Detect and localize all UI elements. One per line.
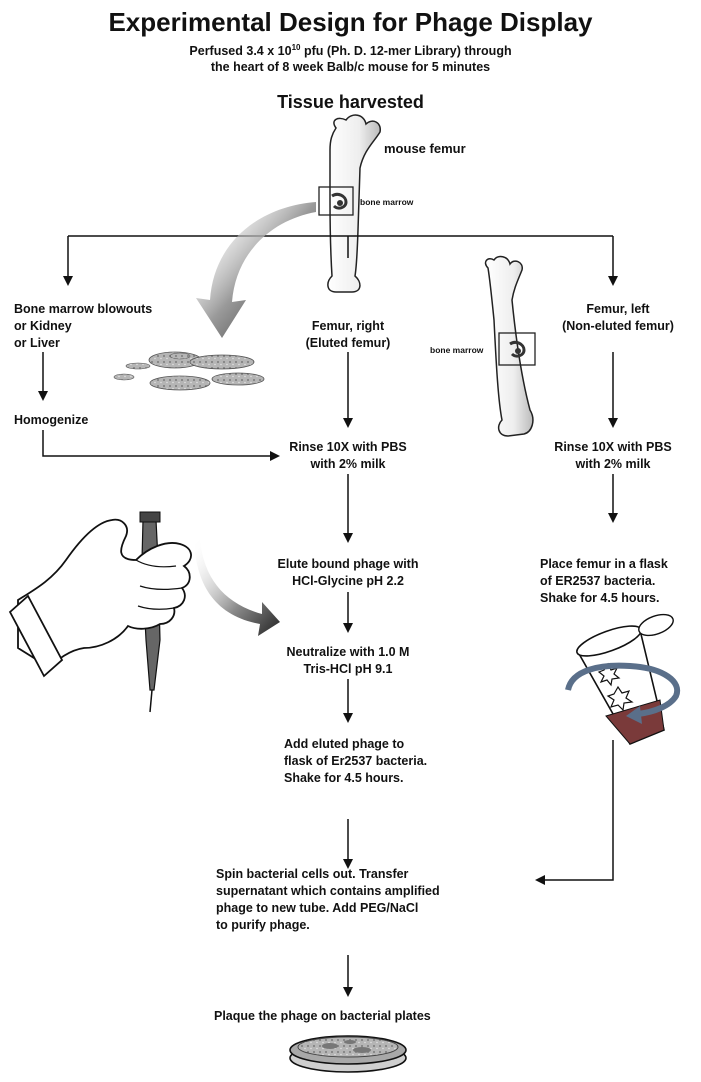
plaque-label: Plaque the phage on bacterial plates [214,1009,431,1023]
add-phage-line2: flask of Er2537 bacteria. [284,754,428,768]
place-femur-line1: Place femur in a flask [540,557,668,571]
spin-line4: to purify phage. [216,918,310,932]
bone-marrow-label-top: bone marrow [360,197,414,207]
tissue-harvested-heading: Tissue harvested [277,92,424,112]
swoosh-arrow-to-plates [196,202,316,338]
subtitle-pre: Perfused 3.4 x 10 [189,44,292,59]
tissue-slices-icon [113,351,265,391]
femur-right-icon [318,114,381,293]
spin-line2: supernatant which contains amplified [216,884,440,898]
femur-left-icon [484,255,536,437]
left-branch-line1: Bone marrow blowouts [14,302,153,316]
subtitle-line-2: the heart of 8 week Balb/c mouse for 5 m… [210,60,491,74]
femur-left-line2: (Non-eluted femur) [562,319,674,333]
petri-dish-icon [289,1035,407,1073]
place-femur-line2: of ER2537 bacteria. [540,574,656,588]
spin-line1: Spin bacterial cells out. Transfer [216,867,409,881]
elute-line1: Elute bound phage with [277,557,419,571]
add-phage-line1: Add eluted phage to [284,737,405,751]
subtitle-post: pfu (Ph. D. 12-mer Library) through [300,44,512,59]
neutralize-line1: Neutralize with 1.0 M [286,645,410,659]
bone-marrow-label-right: bone marrow [430,345,484,355]
left-branch-line3: or Liver [14,336,60,350]
neutralize-line2: Tris-HCl pH 9.1 [303,662,393,676]
rinse-middle-line1: Rinse 10X with PBS [289,440,407,454]
mouse-femur-label: mouse femur [384,141,466,156]
place-femur-line3: Shake for 4.5 hours. [540,591,660,605]
femur-right-line2: (Eluted femur) [305,336,391,350]
add-phage-line3: Shake for 4.5 hours. [284,771,404,785]
spin-line3: phage to new tube. Add PEG/NaCl [216,901,419,915]
subtitle-line-1: Perfused 3.4 x 1010 pfu (Ph. D. 12-mer L… [0,43,701,59]
diagram-title: Experimental Design for Phage Display [108,7,593,37]
hand-pipette-icon [8,511,192,713]
rinse-right-line1: Rinse 10X with PBS [554,440,672,454]
femur-left-line1: Femur, left [586,302,650,316]
left-branch-line2: or Kidney [14,319,72,333]
femur-right-line1: Femur, right [311,319,385,333]
rinse-middle-line2: with 2% milk [310,457,386,471]
elute-line2: HCl-Glycine pH 2.2 [292,574,404,588]
subtitle-exponent: 10 [291,43,301,52]
rinse-right-line2: with 2% milk [575,457,651,471]
homogenize-label: Homogenize [14,413,89,427]
shaking-tube-icon [565,613,681,746]
swoosh-arrow-to-neutralize [194,540,280,636]
